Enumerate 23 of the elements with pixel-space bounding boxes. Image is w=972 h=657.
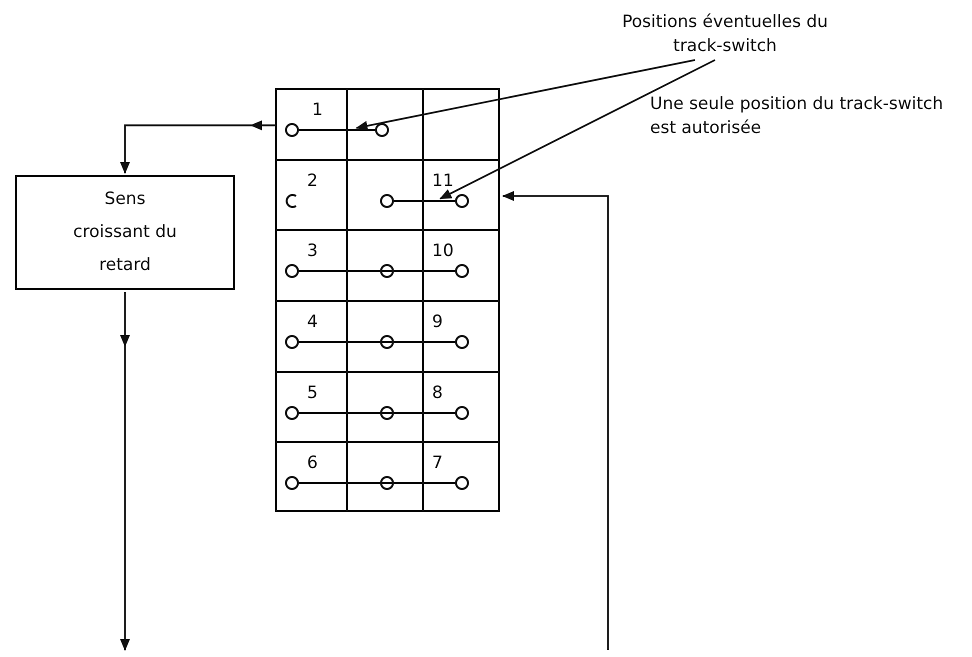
process-box [15,175,235,290]
position-number: 1 [312,100,323,120]
arrow [120,292,130,651]
leader-arrow [439,59,716,200]
arrow [502,190,609,650]
callout-text: Positions éventuelles du track-switch [600,10,850,58]
position-number: 10 [432,241,454,262]
position-number: 7 [432,453,443,474]
note-text: Une seule position du track-switch est autorisée [650,93,944,140]
position-number: 3 [307,241,318,262]
position-number: 9 [432,312,443,332]
leader-arrow [356,59,696,131]
switch-link [298,129,376,131]
position-number: 2 [307,170,318,191]
position-number: 11 [432,170,454,191]
arrow [120,120,275,174]
switch-grid [275,88,500,512]
position-number: 6 [307,453,318,474]
box-label: Sens croissant du retard [72,188,178,277]
position-number: 8 [432,382,443,403]
position-number: 5 [307,382,318,403]
position-number: 4 [307,312,318,332]
switch-link [393,200,456,202]
